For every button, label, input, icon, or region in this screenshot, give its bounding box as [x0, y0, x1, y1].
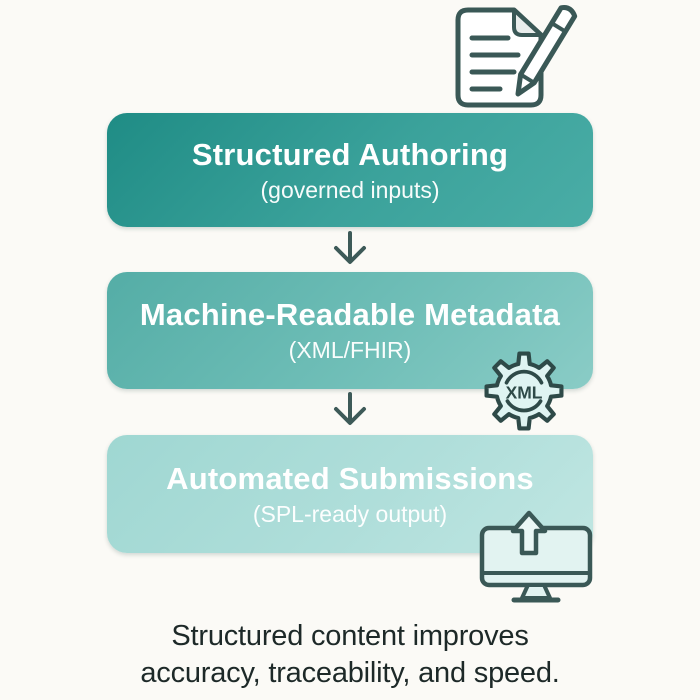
- step-title: Machine-Readable Metadata: [139, 297, 561, 332]
- step-subtitle: (governed inputs): [260, 176, 440, 203]
- down-arrow-icon: [334, 231, 366, 264]
- step-subtitle: (SPL-ready output): [252, 500, 448, 527]
- caption: Structured content improves accuracy, tr…: [0, 618, 700, 692]
- down-arrow-icon: [334, 392, 366, 425]
- step-subtitle: (XML/FHIR): [288, 337, 412, 363]
- caption-line-2: accuracy, traceability, and speed.: [140, 657, 560, 689]
- flow-step-structured-authoring: Structured Authoring (governed inputs): [107, 113, 593, 227]
- step-title: Structured Authoring: [191, 136, 509, 172]
- document-pencil-icon: [455, 5, 578, 108]
- step-title: Automated Submissions: [166, 460, 534, 496]
- flow-step-automated-submissions: Automated Submissions (SPL-ready output): [107, 435, 593, 553]
- xml-gear-icon: XML: [484, 351, 564, 431]
- monitor-upload-icon: [479, 510, 593, 603]
- xml-gear-label: XML: [506, 382, 543, 402]
- caption-line-1: Structured content improves: [171, 620, 529, 652]
